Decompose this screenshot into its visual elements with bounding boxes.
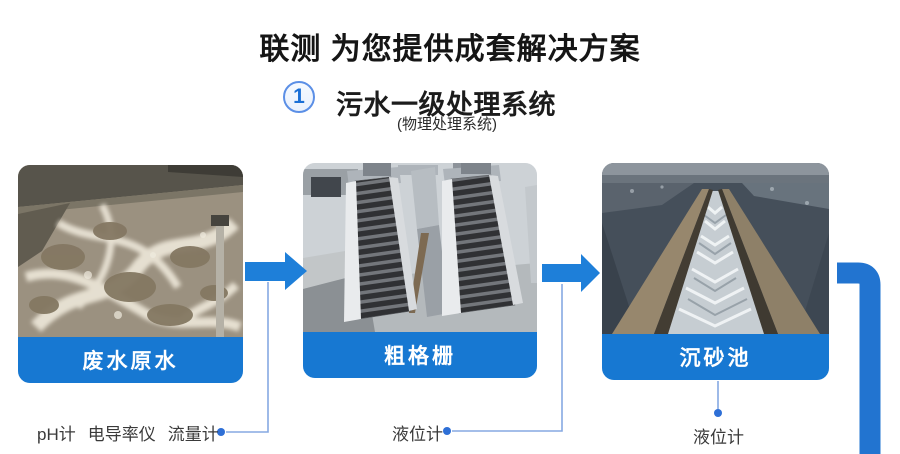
grit-chamber-illustration	[602, 163, 829, 334]
process-card-raw-wastewater: 废水原水	[18, 165, 243, 383]
step-number-badge: 1	[283, 81, 315, 113]
instrument-label-step2: 液位计	[392, 425, 443, 444]
instrument-label: pH计	[37, 425, 76, 444]
section-title: 污水一级处理系统	[336, 90, 556, 120]
instrument-label: 电导率仪	[87, 425, 156, 444]
instrument-label-step3: 液位计	[693, 428, 744, 447]
card-label-bar: 废水原水	[18, 337, 243, 383]
card-label: 沉砂池	[679, 347, 752, 370]
grit-chamber-photo	[602, 163, 829, 334]
flow-arrow-icon	[245, 252, 307, 290]
section-subtitle: (物理处理系统)	[397, 116, 497, 133]
aeration-tank-illustration	[18, 165, 243, 337]
card-label: 粗格栅	[384, 345, 456, 368]
aeration-tank-photo	[18, 165, 243, 337]
step-number: 1	[293, 85, 305, 108]
connector-dot	[443, 427, 451, 435]
flow-arrow-icon	[542, 254, 600, 292]
card-label: 废水原水	[82, 350, 179, 373]
connector-dot	[714, 409, 722, 417]
process-card-grit-chamber: 沉砂池	[602, 163, 829, 380]
instrument-label: 流量计	[167, 425, 219, 444]
card-label-bar: 粗格栅	[303, 332, 537, 378]
bar-screen-illustration	[303, 163, 537, 332]
flow-continuation-pipe-icon	[837, 262, 881, 454]
instrument-labels-step1: pH计 电导率仪 流量计	[37, 420, 219, 445]
page-title: 联测 为您提供成套解决方案	[259, 33, 641, 66]
process-card-coarse-screen: 粗格栅	[303, 163, 537, 378]
card-label-bar: 沉砂池	[602, 334, 829, 380]
bar-screen-photo	[303, 163, 537, 332]
